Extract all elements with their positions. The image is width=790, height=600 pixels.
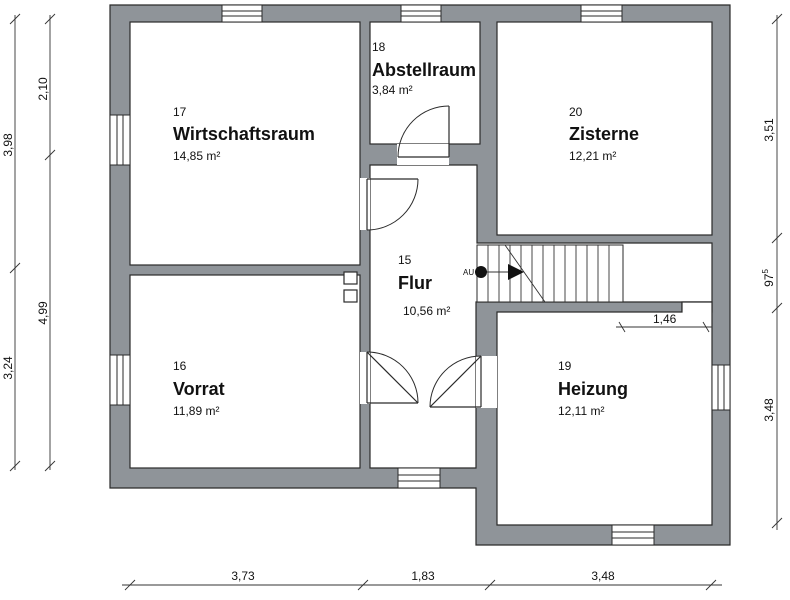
shaft-lower [343, 289, 358, 303]
dim-right-upper: 3,51 [762, 118, 776, 142]
window-top-left [221, 4, 263, 23]
stair-start-dot-icon [475, 266, 487, 278]
stair-arrow-icon [508, 264, 524, 280]
room-name: Wirtschaftsraum [173, 124, 315, 144]
room-number: 16 [173, 359, 187, 373]
window-bottom-middle [397, 467, 441, 489]
room-name: Vorrat [173, 379, 225, 399]
room-label-19: 19 Heizung 12,11 m² [558, 359, 628, 418]
room-label-16: 16 Vorrat 11,89 m² [173, 359, 225, 418]
dim-left-inner-lower: 4,99 [36, 301, 50, 325]
door-opening-wirtschaftsraum [360, 178, 370, 230]
room-number: 19 [558, 359, 572, 373]
dim-left-outer-total: 3,98 [1, 133, 15, 157]
door-opening-vorrat [360, 352, 370, 404]
dim-bottom-right: 3,48 [591, 569, 615, 583]
door-opening-heizung [476, 356, 497, 408]
dim-right-middle-main: 97 [762, 273, 776, 287]
room-number: 17 [173, 105, 187, 119]
door-opening-abstellraum [397, 144, 449, 165]
shaft-upper [343, 271, 358, 285]
room-name: Abstellraum [372, 60, 476, 80]
room-area: 12,11 m² [558, 404, 604, 418]
dim-chain-right: 3,51 975 3,48 [761, 13, 783, 530]
room-name: Zisterne [569, 124, 639, 144]
dim-chain-left-outer: 3,98 3,24 [1, 13, 21, 472]
room-label-18: 18 Abstellraum 3,84 m² [372, 40, 476, 97]
dim-bottom-middle: 1,83 [411, 569, 435, 583]
dim-right-middle-sup: 5 [761, 269, 770, 274]
window-top-middle [400, 4, 442, 23]
room-label-15: 15 Flur 10,56 m² [398, 253, 450, 318]
door-vorrat[interactable] [366, 351, 419, 404]
room-number: 18 [372, 40, 386, 54]
dim-bottom-left: 3,73 [231, 569, 255, 583]
floor-vorrat [129, 274, 361, 469]
floor-zisterne [496, 21, 713, 236]
room-name: Heizung [558, 379, 628, 399]
room-area: 10,56 m² [403, 304, 450, 318]
floor-heizung [496, 301, 713, 526]
stair: AU [463, 244, 624, 303]
window-top-right [580, 4, 623, 23]
room-area: 3,84 m² [372, 83, 413, 97]
window-right [711, 364, 731, 411]
room-label-17: 17 Wirtschaftsraum 14,85 m² [173, 105, 315, 163]
window-left-upper [109, 114, 131, 166]
room-area: 14,85 m² [173, 149, 220, 163]
dim-chain-bottom: 3,73 1,83 3,48 [122, 569, 722, 591]
dim-left-outer-lower: 3,24 [1, 356, 15, 380]
room-area: 11,89 m² [173, 404, 219, 418]
dim-right-middle: 975 [761, 269, 776, 287]
room-name: Flur [398, 273, 432, 293]
room-area: 12,21 m² [569, 149, 616, 163]
room-number: 20 [569, 105, 583, 119]
window-left-lower [109, 354, 131, 406]
stair-label: AU [463, 268, 474, 277]
dim-chain-left-inner: 2,10 4,99 [36, 13, 56, 472]
door-abstellraum[interactable] [397, 105, 450, 158]
room-number: 15 [398, 253, 412, 267]
floor-wirtschaftsraum [129, 21, 361, 266]
door-heizung[interactable] [429, 355, 482, 408]
dim-heizung-interior: 1,46 [616, 312, 712, 333]
door-wirtschaftsraum[interactable] [366, 178, 419, 231]
dim-left-inner-upper: 2,10 [36, 77, 50, 101]
room-label-20: 20 Zisterne 12,21 m² [569, 105, 639, 163]
dim-right-lower: 3,48 [762, 398, 776, 422]
window-bottom-right [611, 524, 655, 546]
dim-heizung-interior-label: 1,46 [653, 312, 677, 326]
